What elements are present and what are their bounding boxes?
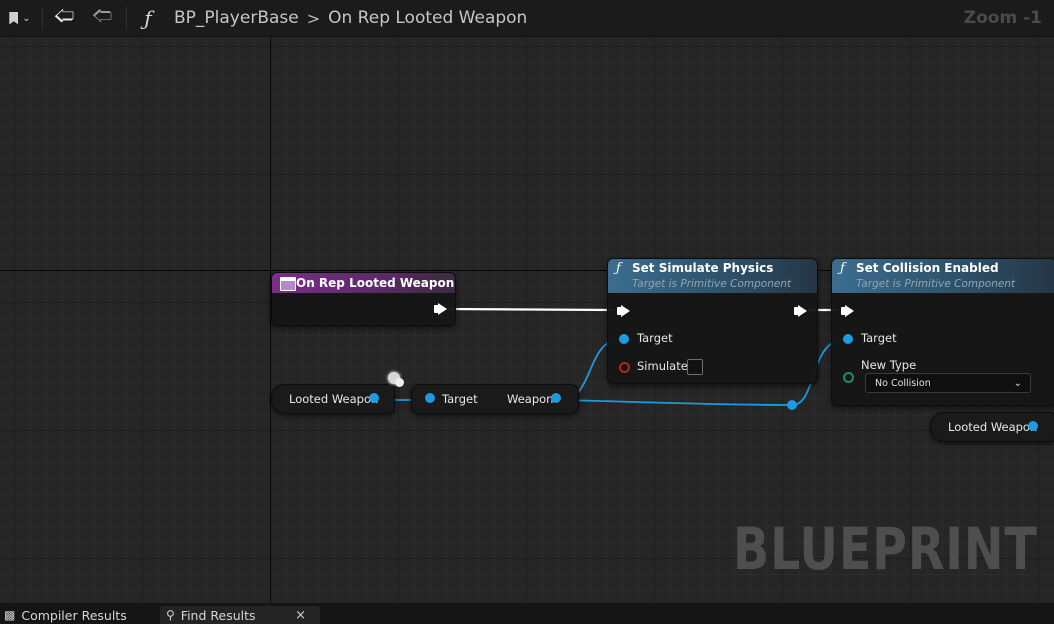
function-node-header: ƒ Set Simulate Physics Target is Primiti…: [608, 259, 817, 293]
weapon-out-pin[interactable]: [551, 393, 561, 403]
graph-toolbar: ⌄ 🢠 🢢 ƒ BP_PlayerBase > On Rep Looted We…: [0, 0, 1054, 37]
breadcrumb-function[interactable]: On Rep Looted Weapon: [328, 8, 528, 28]
object-out-pin[interactable]: [369, 393, 379, 403]
exec-out-pin[interactable]: [794, 305, 807, 317]
search-icon: ⚲: [166, 608, 175, 622]
bookmark-icon: [9, 11, 19, 25]
event-node-title: On Rep Looted Weapon: [296, 276, 455, 290]
node-subtitle: Target is Primitive Component: [856, 278, 1016, 290]
function-icon: ƒ: [840, 261, 845, 276]
tab-label: Compiler Results: [21, 607, 127, 623]
object-wire[interactable]: [560, 337, 849, 406]
chevron-down-icon: ⌄: [22, 12, 31, 24]
chevron-down-icon: ⌄: [1013, 378, 1022, 389]
bookmark-menu-button[interactable]: ⌄: [2, 0, 38, 36]
simulate-checkbox[interactable]: [687, 359, 703, 375]
compiler-icon: ▩: [4, 608, 16, 622]
close-icon[interactable]: ×: [295, 607, 306, 623]
breadcrumb-blueprint[interactable]: BP_PlayerBase: [174, 8, 299, 28]
back-button[interactable]: 🢠: [50, 0, 78, 36]
node-title: Set Simulate Physics: [632, 261, 774, 275]
event-icon: [280, 277, 296, 291]
graph-origin-axis-x: [0, 270, 1054, 271]
event-node-header: On Rep Looted Weapon: [272, 273, 455, 293]
variable-label: Looted Weapon: [289, 392, 379, 406]
arrow-left-icon: 🢠: [53, 3, 75, 27]
exec-in-pin[interactable]: [617, 305, 630, 317]
function-icon: ƒ: [144, 6, 152, 30]
simulate-pin-label: Simulate: [637, 359, 688, 373]
function-node-header: ƒ Set Collision Enabled Target is Primit…: [832, 259, 1054, 293]
set-simulate-physics-node[interactable]: ƒ Set Simulate Physics Target is Primiti…: [607, 258, 818, 384]
tab-find-results[interactable]: ⚲ Find Results ×: [160, 606, 320, 624]
node-title: Set Collision Enabled: [856, 261, 999, 275]
node-subtitle: Target is Primitive Component: [632, 278, 792, 290]
target-in-pin[interactable]: [425, 393, 435, 403]
arrow-right-icon: 🢢: [91, 3, 113, 27]
tab-compiler-results[interactable]: ▩ Compiler Results: [4, 606, 141, 624]
breadcrumb-separator: >: [306, 8, 321, 28]
collision-type-dropdown[interactable]: No Collision ⌄: [865, 373, 1031, 393]
wire-reroute-knot[interactable]: [787, 400, 797, 410]
weapon-pin-label: Weapon: [507, 392, 554, 406]
object-out-pin[interactable]: [1028, 421, 1038, 431]
exec-in-pin[interactable]: [841, 305, 854, 317]
toolbar-divider: [42, 6, 43, 30]
target-pin-label: Target: [637, 331, 673, 345]
bottom-tab-bar: ▩ Compiler Results ⚲ Find Results ×: [0, 603, 1054, 624]
event-node-on-rep-looted-weapon[interactable]: On Rep Looted Weapon: [271, 272, 456, 326]
simulate-in-pin[interactable]: [619, 362, 630, 373]
variable-label: Looted Weapon: [948, 420, 1038, 434]
breadcrumb: BP_PlayerBase > On Rep Looted Weapon: [174, 0, 527, 36]
new-type-pin-label: New Type: [861, 358, 917, 372]
dropdown-value: No Collision: [875, 378, 931, 389]
blueprint-watermark: BLUEPRINT: [733, 515, 1038, 583]
toolbar-divider: [126, 6, 127, 30]
tab-label: Find Results: [180, 607, 256, 623]
exec-out-pin[interactable]: [434, 303, 447, 315]
cursor-dot: [395, 378, 404, 387]
target-pin-label: Target: [442, 392, 478, 406]
graph-origin-axis-y: [270, 37, 271, 603]
exec-wire[interactable]: [445, 307, 615, 312]
function-icon: ƒ: [616, 261, 621, 276]
variable-get-looted-weapon[interactable]: Looted Weapon: [271, 384, 395, 414]
zoom-level: Zoom -1: [963, 8, 1042, 28]
forward-button[interactable]: 🢢: [88, 0, 116, 36]
target-in-pin[interactable]: [619, 334, 629, 344]
new-type-in-pin[interactable]: [843, 372, 854, 383]
get-weapon-node[interactable]: Target Weapon: [411, 384, 579, 414]
target-pin-label: Target: [861, 331, 897, 345]
target-in-pin[interactable]: [843, 334, 853, 344]
set-collision-enabled-node[interactable]: ƒ Set Collision Enabled Target is Primit…: [831, 258, 1054, 406]
variable-get-looted-weapon[interactable]: Looted Weapon: [930, 412, 1054, 442]
graph-canvas[interactable]: On Rep Looted Weapon Looted Weapon Targe…: [0, 37, 1054, 603]
